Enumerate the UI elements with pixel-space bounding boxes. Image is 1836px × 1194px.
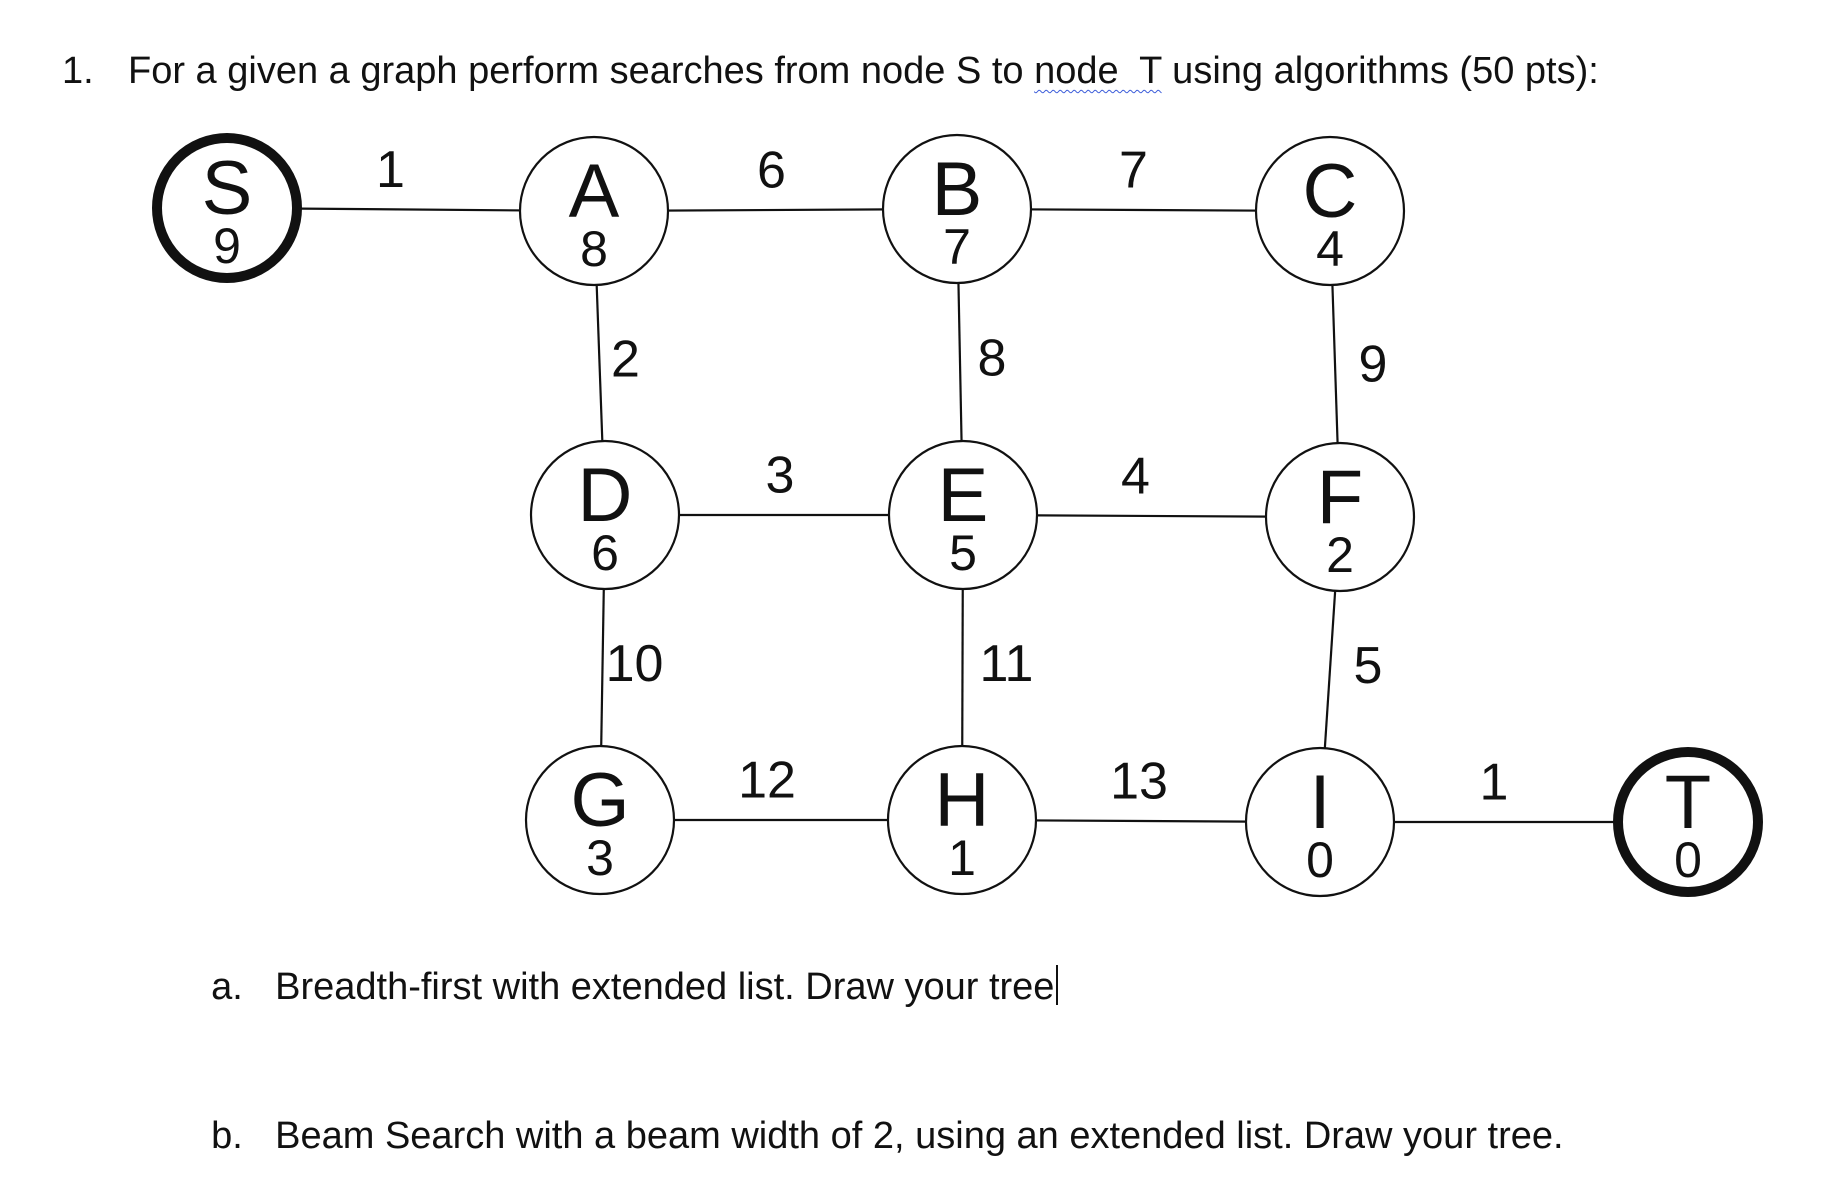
subquestion-b-letter: b. bbox=[211, 1115, 243, 1157]
node-label: I bbox=[1309, 760, 1330, 845]
spellcheck-flagged-text: node T bbox=[1034, 50, 1162, 92]
node-circle bbox=[152, 133, 302, 283]
node-label: D bbox=[578, 453, 633, 538]
node-heuristic: 5 bbox=[949, 525, 977, 581]
edge-weight-D-G: 10 bbox=[606, 635, 664, 693]
edge-weight-B-E: 8 bbox=[978, 330, 1007, 388]
node-circle bbox=[1254, 135, 1406, 287]
node-heuristic: 4 bbox=[1316, 221, 1344, 277]
node-label: G bbox=[570, 758, 629, 843]
node-heuristic: 0 bbox=[1306, 832, 1334, 888]
edge-weight-A-B: 6 bbox=[757, 142, 786, 200]
edge-weight-E-F: 4 bbox=[1121, 448, 1150, 506]
node-h: H1 bbox=[886, 744, 1038, 896]
node-circle bbox=[886, 744, 1038, 896]
node-label: T bbox=[1665, 760, 1711, 845]
node-heuristic: 6 bbox=[591, 525, 619, 581]
node-circle bbox=[887, 439, 1039, 591]
node-b: B7 bbox=[881, 133, 1033, 285]
node-label: H bbox=[935, 758, 990, 843]
text-cursor bbox=[1056, 965, 1059, 1005]
subquestion-a-text: Breadth-first with extended list. Draw y… bbox=[275, 966, 1055, 1008]
node-label: B bbox=[932, 147, 983, 232]
node-label: C bbox=[1303, 149, 1358, 234]
subquestion-b: b. Beam Search with a beam width of 2, us… bbox=[190, 1072, 1564, 1158]
node-i: I0 bbox=[1244, 746, 1396, 898]
node-g: G3 bbox=[524, 744, 676, 896]
edge-weight-H-I: 13 bbox=[1110, 753, 1168, 811]
question-text-start: For a given a graph perform searches fro… bbox=[128, 50, 1035, 92]
node-heuristic: 2 bbox=[1326, 527, 1354, 583]
node-heuristic: 8 bbox=[580, 221, 608, 277]
edge-weight-G-H: 12 bbox=[738, 752, 796, 810]
node-circle bbox=[529, 439, 681, 591]
edge-weight-S-A: 1 bbox=[376, 141, 405, 199]
node-heuristic: 0 bbox=[1674, 832, 1702, 888]
question-text-end: using algorithms (50 pts): bbox=[1161, 50, 1599, 92]
edge-weight-E-H: 11 bbox=[980, 635, 1034, 693]
node-heuristic: 7 bbox=[943, 219, 971, 275]
question-number: 1. bbox=[62, 50, 94, 92]
node-circle bbox=[1244, 746, 1396, 898]
edge-weight-B-C: 7 bbox=[1119, 142, 1148, 200]
node-f: F2 bbox=[1264, 441, 1416, 593]
edge-weight-A-D: 2 bbox=[611, 331, 640, 389]
node-label: A bbox=[569, 149, 620, 234]
node-circle bbox=[1264, 441, 1416, 593]
subquestion-a: a. Breadth-first with extended list. Draw… bbox=[190, 922, 1059, 1009]
node-heuristic: 1 bbox=[948, 830, 976, 886]
node-heuristic: 3 bbox=[586, 830, 614, 886]
subquestion-a-letter: a. bbox=[211, 966, 243, 1008]
edge-weight-I-T: 1 bbox=[1480, 754, 1509, 812]
node-t: T0 bbox=[1613, 747, 1763, 897]
node-s: S9 bbox=[152, 133, 302, 283]
node-c: C4 bbox=[1254, 135, 1406, 287]
node-circle bbox=[518, 135, 670, 287]
node-circle bbox=[524, 744, 676, 896]
node-a: A8 bbox=[518, 135, 670, 287]
node-d: D6 bbox=[529, 439, 681, 591]
question-text: For a given a graph perform searches fro… bbox=[128, 50, 1599, 93]
node-label: S bbox=[202, 146, 253, 231]
node-circle bbox=[1613, 747, 1763, 897]
node-heuristic: 9 bbox=[213, 218, 241, 274]
node-label: E bbox=[938, 453, 989, 538]
node-label: F bbox=[1317, 455, 1363, 540]
node-circle bbox=[881, 133, 1033, 285]
subquestion-b-text: Beam Search with a beam width of 2, usin… bbox=[275, 1115, 1564, 1157]
node-e: E5 bbox=[887, 439, 1039, 591]
edge-weight-F-I: 5 bbox=[1354, 637, 1383, 695]
edge-weight-D-E: 3 bbox=[766, 447, 795, 505]
edge-weight-C-F: 9 bbox=[1359, 336, 1388, 394]
